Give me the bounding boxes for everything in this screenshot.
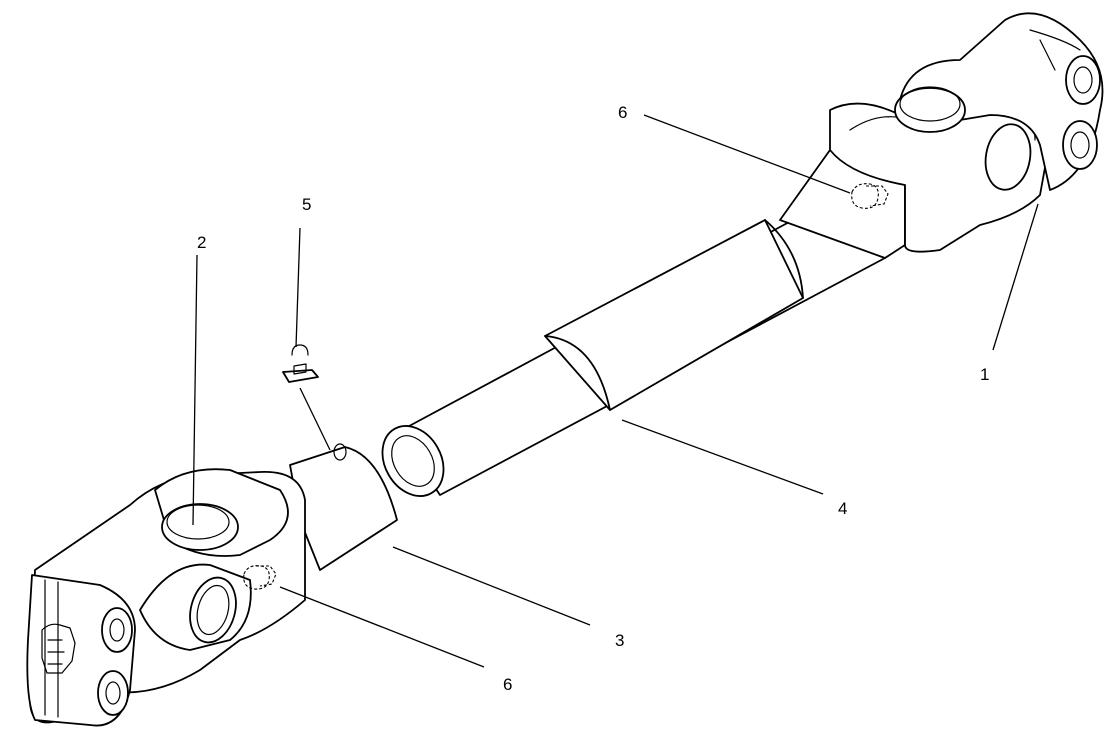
callout-4: 4 <box>838 499 847 518</box>
inner-shaft-part-4 <box>381 219 886 497</box>
leader-lines <box>192 114 1039 668</box>
left-yoke-part-2 <box>26 468 306 727</box>
callout-5: 5 <box>302 195 311 214</box>
callout-6-lower: 6 <box>503 675 512 694</box>
callout-1: 1 <box>980 365 989 384</box>
callout-2: 2 <box>197 233 206 252</box>
callout-3: 3 <box>615 631 624 650</box>
callout-6-upper: 6 <box>618 103 627 122</box>
right-yoke-part-1 <box>779 12 1104 259</box>
grease-fitting-part-5 <box>282 344 319 383</box>
outer-tube-part-3 <box>289 443 398 571</box>
